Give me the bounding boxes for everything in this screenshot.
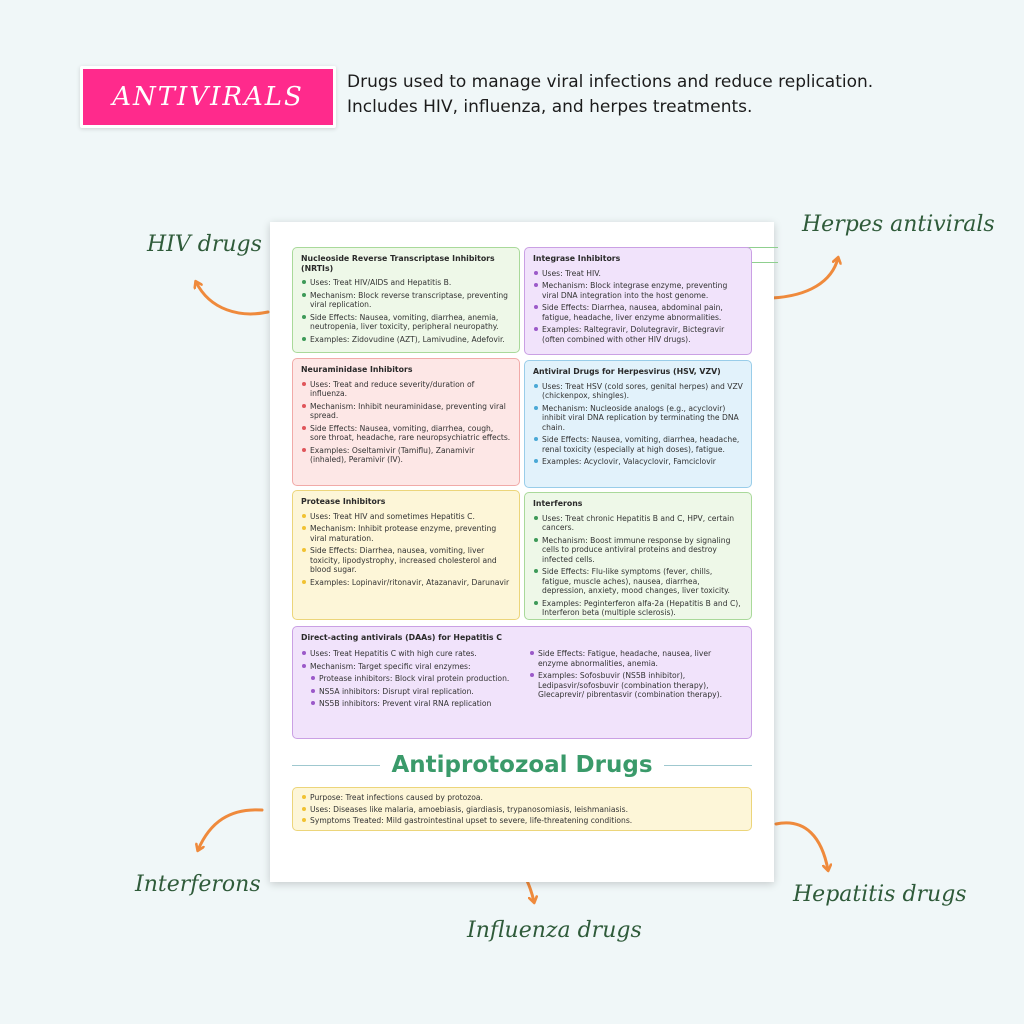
protease-list: Uses: Treat HIV and sometimes Hepatitis … [301, 512, 511, 588]
daa-right-column: Side Effects: Fatigue, headache, nausea,… [529, 649, 741, 703]
interferons-arrow [198, 808, 264, 850]
interferons-label: Interferons [135, 872, 261, 897]
list-item: Uses: Treat chronic Hepatitis B and C, H… [533, 514, 743, 533]
document-page: 12 Nucleoside Reverse Transcriptase Inhi… [270, 222, 778, 882]
list-item: Protease inhibitors: Block viral protein… [310, 674, 519, 684]
list-item: Uses: Diseases like malaria, amoebiasis,… [301, 805, 743, 815]
list-item: Mechanism: Inhibit protease enzyme, prev… [301, 524, 511, 543]
list-item: Examples: Raltegravir, Dolutegravir, Bic… [533, 325, 743, 344]
neuraminidase-title: Neuraminidase Inhibitors [301, 365, 413, 374]
hepatitis-arrow [774, 821, 828, 870]
daa-card: Direct-acting antivirals (DAAs) for Hepa… [292, 626, 752, 739]
neuraminidase-list: Uses: Treat and reduce severity/duration… [301, 380, 511, 465]
list-item: Symptoms Treated: Mild gastrointestinal … [301, 816, 743, 826]
protease-card: Protease Inhibitors Uses: Treat HIV and … [292, 490, 520, 620]
interferons-title: Interferons [533, 499, 583, 508]
neuraminidase-card: Neuraminidase Inhibitors Uses: Treat and… [292, 358, 520, 486]
herpesvirus-card: Antiviral Drugs for Herpesvirus (HSV, VZ… [524, 360, 752, 488]
daa-left-column: Uses: Treat Hepatitis C with high cure r… [301, 649, 519, 712]
nrti-card: Nucleoside Reverse Transcriptase Inhibit… [292, 247, 520, 353]
list-item: Mechanism: Target specific viral enzymes… [301, 662, 519, 672]
list-item: Side Effects: Flu-like symptoms (fever, … [533, 567, 743, 596]
list-item: Uses: Treat HIV/AIDS and Hepatitis B. [301, 278, 511, 288]
list-item: Mechanism: Block integrase enzyme, preve… [533, 281, 743, 300]
list-item: Purpose: Treat infections caused by prot… [301, 793, 743, 803]
list-item: Mechanism: Boost immune response by sign… [533, 536, 743, 565]
antiprotozoal-heading-row: Antiprotozoal Drugs [292, 750, 752, 780]
integrase-list: Uses: Treat HIV. Mechanism: Block integr… [533, 269, 743, 345]
interferons-list: Uses: Treat chronic Hepatitis B and C, H… [533, 514, 743, 618]
list-item: Side Effects: Fatigue, headache, nausea,… [529, 649, 741, 668]
divider-right [664, 765, 752, 766]
herpesvirus-list: Uses: Treat HSV (cold sores, genital her… [533, 382, 743, 467]
list-item: Uses: Treat HSV (cold sores, genital her… [533, 382, 743, 401]
list-item: Side Effects: Nausea, vomiting, diarrhea… [301, 424, 511, 443]
herpes-arrow [770, 258, 838, 300]
list-item: NS5A inhibitors: Disrupt viral replicati… [310, 687, 519, 697]
list-item: Examples: Sofosbuvir (NS5B inhibitor), L… [529, 671, 741, 700]
list-item: NS5B inhibitors: Prevent viral RNA repli… [310, 699, 519, 709]
list-item: Uses: Treat HIV. [533, 269, 743, 279]
list-item: Mechanism: Inhibit neuraminidase, preven… [301, 402, 511, 421]
herpes-antivirals-label: Herpes antivirals [802, 212, 995, 237]
list-item: Examples: Acyclovir, Valacyclovir, Famci… [533, 457, 743, 467]
hepatitis-drugs-label: Hepatitis drugs [793, 882, 967, 907]
list-item: Examples: Oseltamivir (Tamiflu), Zanamiv… [301, 446, 511, 465]
list-item: Uses: Treat Hepatitis C with high cure r… [301, 649, 519, 659]
list-item: Side Effects: Nausea, vomiting, diarrhea… [301, 313, 511, 332]
daa-title: Direct-acting antivirals (DAAs) for Hepa… [301, 633, 502, 642]
list-item: Examples: Zidovudine (AZT), Lamivudine, … [301, 335, 511, 345]
divider-left [292, 765, 380, 766]
antiprotozoal-card: Purpose: Treat infections caused by prot… [292, 787, 752, 831]
antiprotozoal-heading: Antiprotozoal Drugs [391, 752, 653, 778]
list-item: Side Effects: Diarrhea, nausea, abdomina… [533, 303, 743, 322]
list-item: Uses: Treat HIV and sometimes Hepatitis … [301, 512, 511, 522]
influenza-drugs-label: Influenza drugs [467, 918, 642, 943]
antiprotozoal-list: Purpose: Treat infections caused by prot… [301, 793, 743, 826]
nrti-list: Uses: Treat HIV/AIDS and Hepatitis B. Me… [301, 278, 511, 344]
hiv-arrow [196, 282, 270, 316]
hiv-drugs-label: HIV drugs [147, 232, 262, 257]
antivirals-tag: ANTIVIRALS [80, 66, 336, 128]
herpesvirus-title: Antiviral Drugs for Herpesvirus (HSV, VZ… [533, 367, 721, 376]
list-item: Mechanism: Block reverse transcriptase, … [301, 291, 511, 310]
list-item: Examples: Peginterferon alfa-2a (Hepatit… [533, 599, 743, 618]
interferons-card: Interferons Uses: Treat chronic Hepatiti… [524, 492, 752, 620]
list-item: Uses: Treat and reduce severity/duration… [301, 380, 511, 399]
intro-line-1: Drugs used to manage viral infections an… [347, 72, 874, 92]
list-item: Mechanism: Nucleoside analogs (e.g., acy… [533, 404, 743, 433]
integrase-title: Integrase Inhibitors [533, 254, 621, 263]
list-item: Side Effects: Diarrhea, nausea, vomiting… [301, 546, 511, 575]
nrti-title: Nucleoside Reverse Transcriptase Inhibit… [301, 254, 495, 273]
intro-line-2: Includes HIV, influenza, and herpes trea… [347, 97, 753, 117]
integrase-card: Integrase Inhibitors Uses: Treat HIV. Me… [524, 247, 752, 355]
list-item: Examples: Lopinavir/ritonavir, Atazanavi… [301, 578, 511, 588]
list-item: Side Effects: Nausea, vomiting, diarrhea… [533, 435, 743, 454]
intro-text: Drugs used to manage viral infections an… [347, 70, 907, 120]
protease-title: Protease Inhibitors [301, 497, 386, 506]
